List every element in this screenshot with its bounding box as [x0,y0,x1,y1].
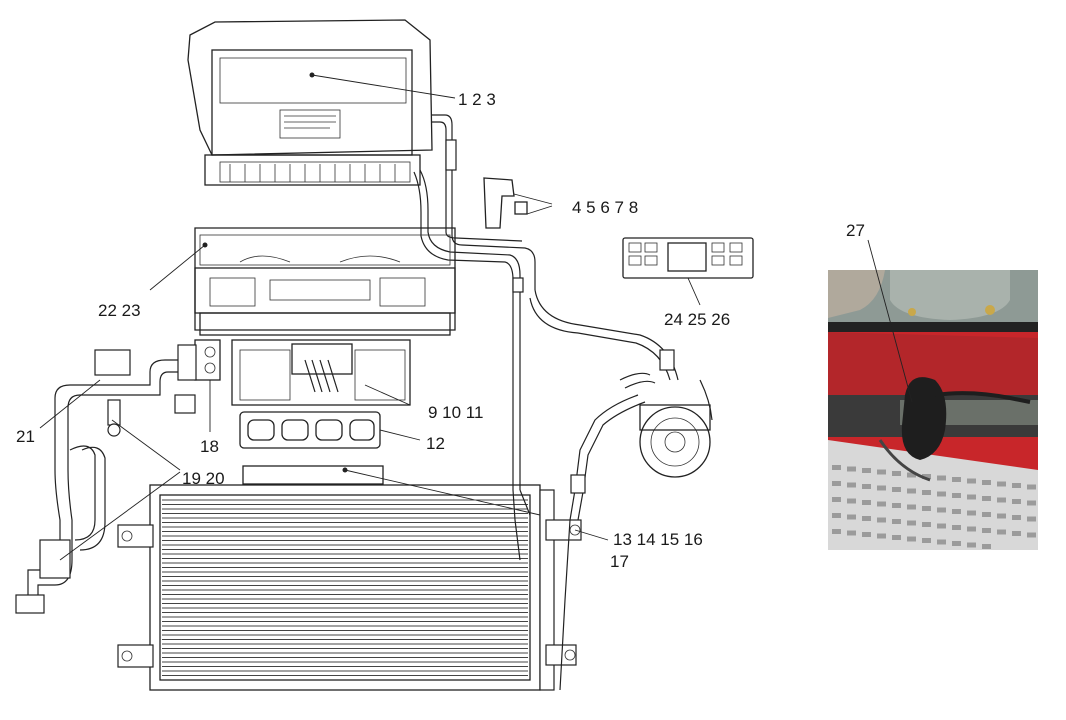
callout-12: 12 [426,434,445,453]
callout-24-26: 24 25 26 [664,310,730,329]
evaporator-housing [187,19,433,186]
leader-1-2-3 [311,74,456,99]
blower-assembly [231,339,411,406]
callout-9-11: 9 10 11 [428,403,483,422]
bracket-part [483,177,553,229]
condenser [117,484,582,691]
callout-19-20: 19 20 [182,469,225,488]
filter-strip [239,411,381,449]
control-panel [622,237,754,279]
expansion-valve [194,339,221,432]
callout-27: 27 [846,221,865,240]
callout-1-2-3: 1 2 3 [458,90,496,109]
compressor [529,289,713,521]
callout-22-23: 22 23 [98,301,141,320]
callout-17: 17 [610,552,629,571]
callout-13-16: 13 14 15 16 [613,530,703,549]
hvac-main-unit [194,227,456,336]
installation-photo [828,270,1038,550]
seal-strip [242,465,384,485]
callout-18: 18 [200,437,219,456]
callout-21: 21 [16,427,35,446]
left-hose-assembly [15,344,197,614]
callout-4-8: 4 5 6 7 8 [572,198,638,217]
